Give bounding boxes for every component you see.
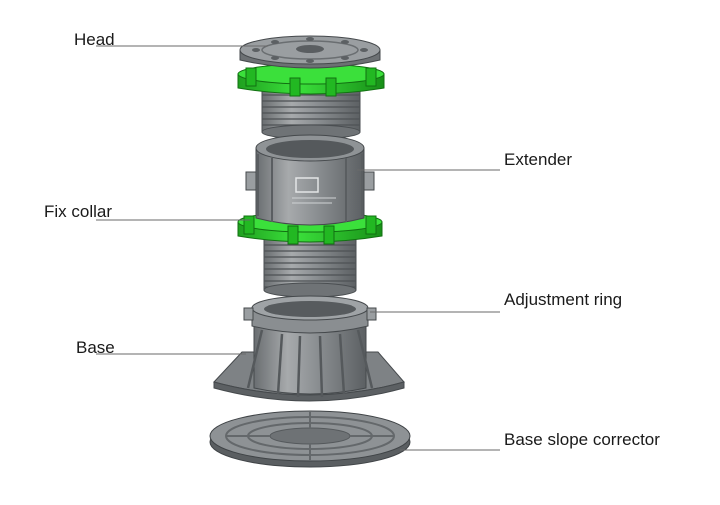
- base-part: [213, 295, 405, 402]
- extender-part: [237, 134, 383, 298]
- label-extender: Extender: [504, 150, 573, 169]
- label-fix-collar: Fix collar: [44, 202, 113, 221]
- label-head: Head: [74, 30, 115, 49]
- head-part: [237, 35, 385, 140]
- base-slope-corrector-part: [209, 410, 411, 468]
- leader-lines: [96, 45, 500, 451]
- label-adjustment-ring: Adjustment ring: [504, 290, 623, 309]
- label-base: Base: [76, 338, 115, 357]
- label-base-slope-corrector: Base slope corrector: [504, 430, 660, 449]
